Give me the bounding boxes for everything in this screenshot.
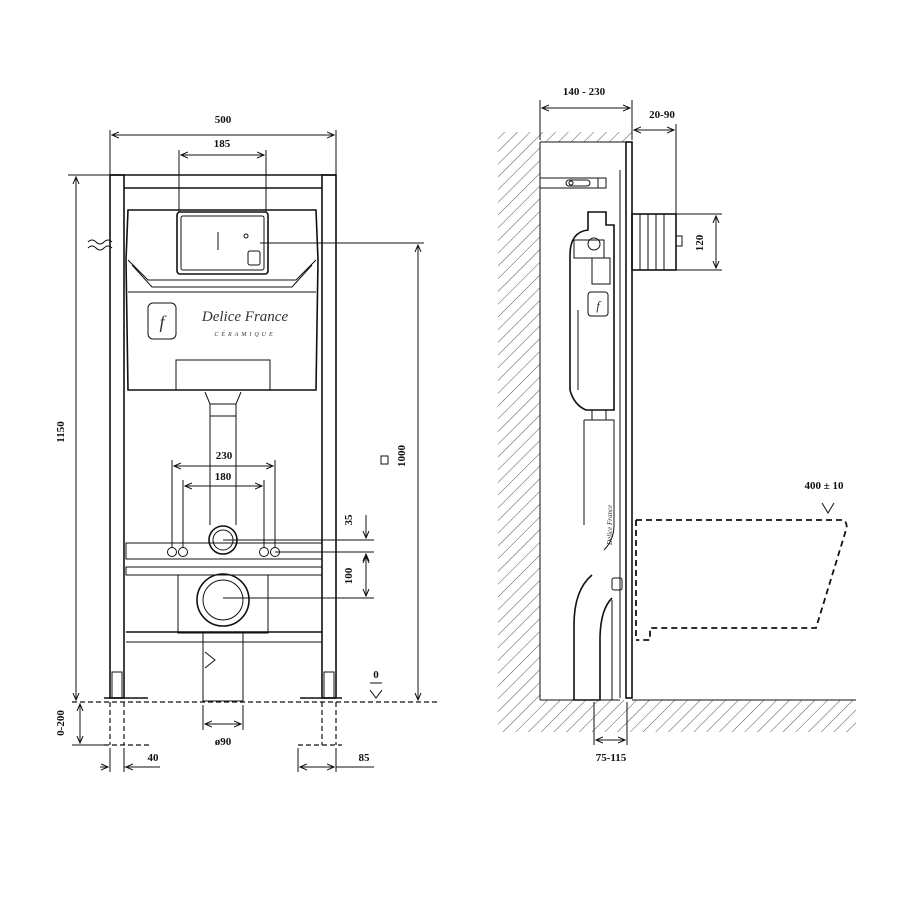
dim-stud-offset: 35: [343, 514, 355, 526]
dim-height-total: 1150: [55, 421, 67, 443]
dim-drain-diameter: ø90: [215, 736, 232, 748]
floor-marker: [369, 689, 383, 699]
dim-studs-inner: 180: [215, 471, 232, 483]
side-brand-name: Delice France: [606, 505, 614, 546]
dim-width-total: 500: [215, 114, 232, 126]
logo-letter: f: [159, 312, 167, 332]
side-dimensions: 140 - 230 20-90 120 400 ± 10 75-115: [539, 86, 844, 764]
flush-pipe-side: Delice France: [573, 409, 623, 701]
dim-panel-depth: 20-90: [649, 109, 675, 121]
stud-bar: [125, 542, 323, 560]
front-view: f Delice France CÉRAMIQUE: [55, 114, 440, 772]
dim-bowl-height: 400 ± 10: [804, 480, 844, 492]
dim-leg-adjust: 0-200: [55, 710, 67, 736]
cistern: [125, 209, 319, 391]
wall-bracket: [539, 177, 607, 189]
dim-drain-offset: 100: [343, 567, 355, 584]
wall-section: [498, 132, 856, 732]
brand-name: Delice France: [201, 309, 289, 325]
dim-drain-spacing: 75-115: [596, 752, 627, 764]
button-box: [631, 213, 683, 271]
dim-foot-right: 85: [359, 752, 371, 764]
side-view: f Delice France: [498, 86, 856, 764]
front-dimensions: 500 185 1150 1000 230 180: [55, 114, 424, 772]
cistern-side: f: [569, 211, 615, 411]
flush-pipe: [204, 391, 242, 555]
brand-sub: CÉRAMIQUE: [214, 330, 275, 338]
side-logo-letter: f: [596, 298, 602, 313]
front-panel: [619, 141, 633, 699]
dim-button-box: 120: [694, 234, 706, 251]
drain-side: [593, 702, 628, 745]
dim-button-width: 185: [214, 138, 231, 150]
water-inlet-icon: [87, 239, 113, 251]
brand-logo: f Delice France CÉRAMIQUE: [147, 302, 289, 340]
frame-feet: [104, 671, 342, 746]
dim-studs-outer: 230: [216, 450, 233, 462]
dim-height-inlet: 1000: [396, 445, 408, 468]
dim-floor-level: 0: [373, 669, 379, 681]
dim-wall-depth: 140 - 230: [563, 86, 606, 98]
dim-foot-left: 40: [148, 752, 160, 764]
drain-elbow: [125, 566, 323, 702]
toilet-bowl: [635, 519, 848, 641]
